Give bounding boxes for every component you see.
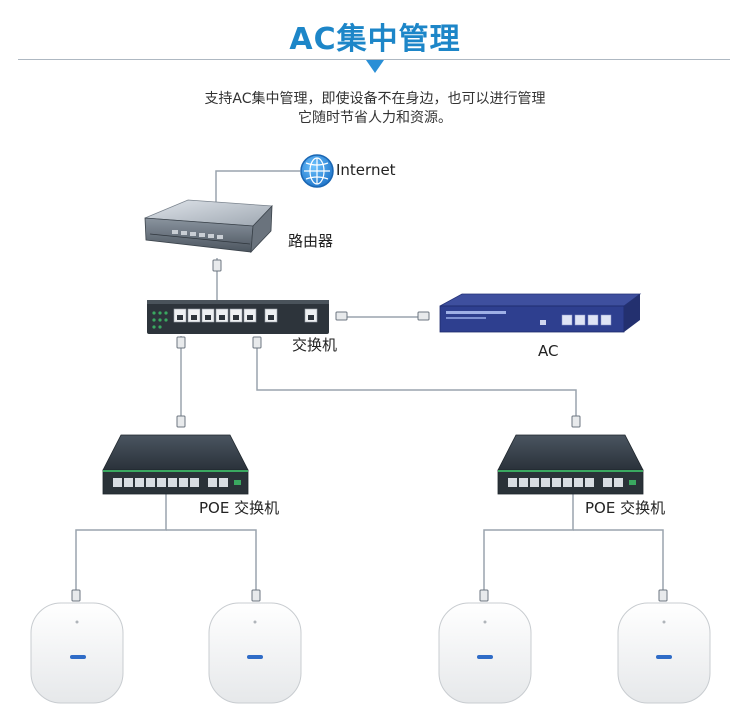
connector: [658, 589, 668, 602]
title-pointer-icon: [366, 60, 384, 73]
ac-device: [439, 293, 642, 333]
connector: [176, 415, 186, 428]
description-line-1: 支持AC集中管理，即使设备不在身边，也可以进行管理: [204, 91, 546, 107]
title-divider: [18, 59, 730, 60]
connector: [252, 336, 262, 349]
connector: [571, 415, 581, 428]
line-poe1-ap2: [166, 529, 257, 598]
internet-label: Internet: [336, 161, 396, 179]
connector: [176, 336, 186, 349]
line-switch-poe2: [256, 346, 577, 425]
router-device: [144, 199, 273, 254]
access-point-1: [30, 602, 124, 704]
poe-switch-right-label: POE 交换机: [585, 499, 666, 517]
connector: [212, 259, 222, 272]
line-poe2-ap3: [483, 494, 574, 598]
switch-label: 交换机: [292, 336, 338, 354]
connection-lines: [75, 170, 664, 598]
poe-switch-right-device: [497, 434, 644, 495]
page-title: AC集中管理: [289, 22, 461, 57]
access-point-2: [208, 602, 302, 704]
description-line-2: 它随时节省人力和资源。: [298, 110, 452, 126]
router-label: 路由器: [288, 232, 334, 250]
access-point-3: [438, 602, 532, 704]
connector: [251, 589, 261, 602]
poe-switch-left-label: POE 交换机: [199, 499, 280, 517]
connector: [335, 311, 348, 321]
line-poe2-ap4: [573, 529, 664, 598]
globe-icon: [300, 154, 334, 188]
line-internet-router: [215, 170, 300, 206]
connector: [71, 589, 81, 602]
switch-device: [147, 300, 329, 334]
cable-connectors: [71, 259, 668, 602]
connector: [479, 589, 489, 602]
connector: [417, 311, 430, 321]
line-poe1-ap1: [75, 494, 167, 598]
poe-switch-left-device: [102, 434, 249, 495]
access-point-4: [617, 602, 711, 704]
ac-label: AC: [538, 342, 559, 360]
